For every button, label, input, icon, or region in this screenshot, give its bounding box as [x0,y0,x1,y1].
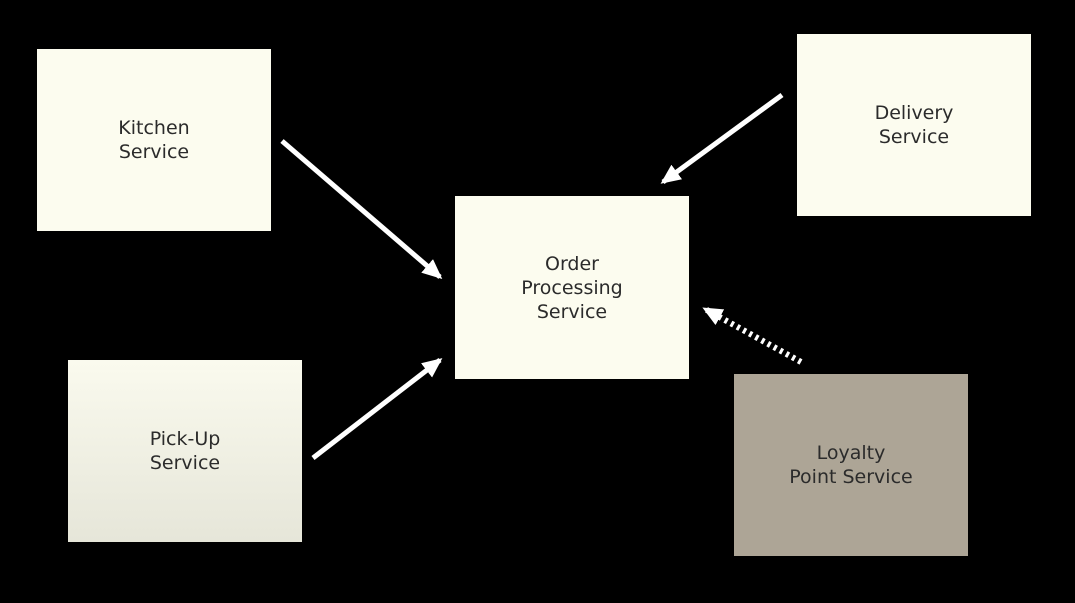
order-service-label-line3: Service [536,300,608,323]
arrow-loyalty-to-order [702,306,803,365]
arrow-pickup-to-order [311,358,443,460]
loyalty-service-label-line2: Point Service [789,466,913,488]
kitchen-service-box: Kitchen Service [37,49,271,231]
delivery-service-label-line2: Service [878,126,950,148]
loyalty-point-service-box: Loyalty Point Service [734,374,968,556]
pickup-service-label-line1: Pick-Up [149,428,221,450]
kitchen-service-label-line1: Kitchen [118,117,190,139]
arrow-delivery-to-order [660,92,784,185]
arrow-kitchen-to-order [280,139,443,279]
kitchen-service-label-line2: Service [118,141,190,163]
pickup-service-box: Pick-Up Service [68,360,302,542]
loyalty-service-label-line1: Loyalty [816,442,886,464]
order-service-label-line2: Processing [521,276,623,299]
order-service-label-line1: Order [545,252,599,275]
delivery-service-label-line1: Delivery [874,102,954,124]
order-processing-service-box: Order Processing Service [455,196,689,379]
pickup-service-label-line2: Service [149,452,221,474]
delivery-service-box: Delivery Service [797,34,1031,216]
